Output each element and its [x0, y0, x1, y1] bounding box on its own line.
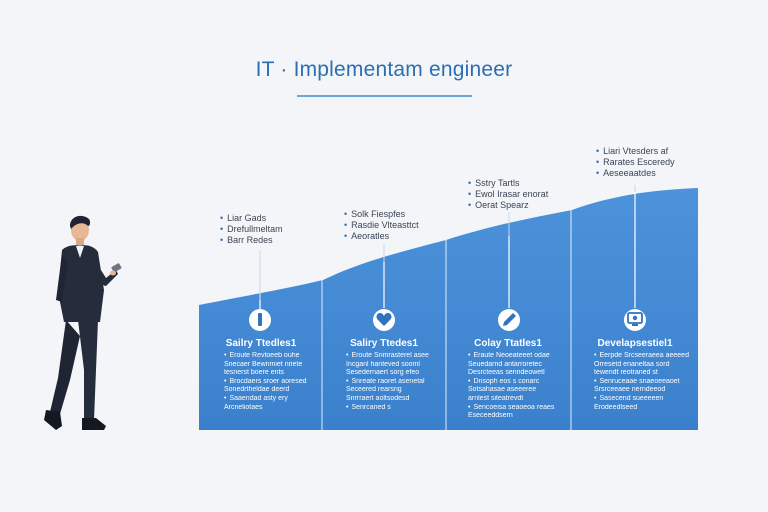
- stage-label: Liar Gads: [220, 213, 283, 224]
- detail-line: tesnerst boere ents: [224, 369, 284, 377]
- detail-line: Desrcteeas senndeowetl: [468, 369, 545, 377]
- detail-line: Incganl hanteved sooml: [346, 360, 420, 368]
- stage-3-details: Eraute Neoeateeet odae Seuedarnd antarro…: [468, 352, 566, 421]
- stage-4-details: Eerpde Srcseeraeea aeeeed Orresetd enane…: [594, 352, 694, 412]
- stage-label: Ewol Irasar enorat: [468, 189, 548, 200]
- detail-line: Senrcaned s: [346, 404, 442, 413]
- detail-line: Arcneliotaes: [224, 403, 263, 411]
- detail-line: Seuedarnd antarroretec: [468, 360, 542, 368]
- heart-icon: [373, 309, 395, 331]
- stage-label: Rarates Esceredy: [596, 157, 675, 168]
- detail-line: Saaendad asty ery: [224, 395, 318, 404]
- stage-3-labels: Sstry Tartls Ewol Irasar enorat Oerat Sp…: [468, 178, 548, 211]
- stage-label: Aeseeaatdes: [596, 168, 675, 179]
- detail-line: Sasecend sueeeeen: [594, 395, 694, 404]
- detail-line: Eroute Revtoeeb ouhe: [224, 352, 318, 361]
- detail-line: tewendt reotraned st: [594, 369, 658, 377]
- title-underline: [297, 95, 472, 97]
- stage-2-labels: Solk Fiespfes Rasdie Vlteasttct Aeoratle…: [344, 209, 419, 242]
- detail-line: Dnsoph eos s conarc: [468, 378, 566, 387]
- stage-label: Solk Fiespfes: [344, 209, 419, 220]
- detail-line: arnlest siteatrevdt: [468, 394, 524, 402]
- detail-line: Sotsahasae aseeeree: [468, 386, 537, 394]
- stage-1-title: Sailry Ttedles1: [225, 338, 297, 349]
- stage-label: Rasdie Vlteasttct: [344, 220, 419, 231]
- stage-4-labels: Liari Vtesders af Rarates Esceredy Aesee…: [596, 146, 675, 179]
- detail-line: Eseceeddsern: [468, 412, 513, 420]
- stage-label: Liari Vtesders af: [596, 146, 675, 157]
- detail-line: Senruceaae snaeoeeaoet: [594, 378, 694, 387]
- detail-line: Seceered rearsrig: [346, 386, 402, 394]
- stage-2-title: Saliry Ttedes1: [350, 338, 418, 349]
- businessman-figure: [44, 215, 122, 430]
- page-title: IT · Implementam engineer: [255, 58, 513, 81]
- detail-line: Srsrceeaee nerndeeod: [594, 386, 666, 394]
- detail-line: Snrrraert aoltsodesd: [346, 394, 410, 402]
- detail-line: Snecaer Bewnmiet nriete: [224, 360, 303, 368]
- pen-icon: [498, 309, 520, 331]
- stage-label: Aeoratles: [344, 231, 419, 242]
- detail-line: Sencoeisa seaoeoa reaes: [468, 404, 566, 413]
- stage-1-labels: Liar Gads Drefullmeltam Barr Redes: [220, 213, 283, 246]
- detail-line: Sonedrtheldae deerd: [224, 386, 290, 394]
- rising-area: [199, 188, 698, 430]
- monitor-icon: [624, 309, 646, 331]
- stage-label: Drefullmeltam: [220, 224, 283, 235]
- stage-1-details: Eroute Revtoeeb ouhe Snecaer Bewnmiet nr…: [224, 352, 318, 412]
- detail-line: Sesedernaert sorg efeo: [346, 369, 420, 377]
- detail-line: Brocdaers sroer aoresed: [224, 378, 318, 387]
- bar-icon: [249, 309, 271, 331]
- detail-line: Eerpde Srcseeraeea aeeeed: [594, 352, 694, 361]
- stage-label: Oerat Spearz: [468, 200, 548, 211]
- stage-4-title: Develapsestiel1: [597, 338, 673, 349]
- stage-3-title: Colay Ttatles1: [474, 338, 542, 349]
- detail-line: Orresetd enaneltaa sord: [594, 360, 670, 368]
- stage-label: Sstry Tartls: [468, 178, 548, 189]
- detail-line: Snreate raoret asenetal: [346, 378, 442, 387]
- stage-2-details: Eroute Snmrasterel asee Incganl hanteved…: [346, 352, 442, 412]
- detail-line: Eroute Snmrasterel asee: [346, 352, 442, 361]
- stage-label: Barr Redes: [220, 235, 283, 246]
- detail-line: Eraute Neoeateeet odae: [468, 352, 566, 361]
- detail-line: Erodeedlseed: [594, 403, 638, 411]
